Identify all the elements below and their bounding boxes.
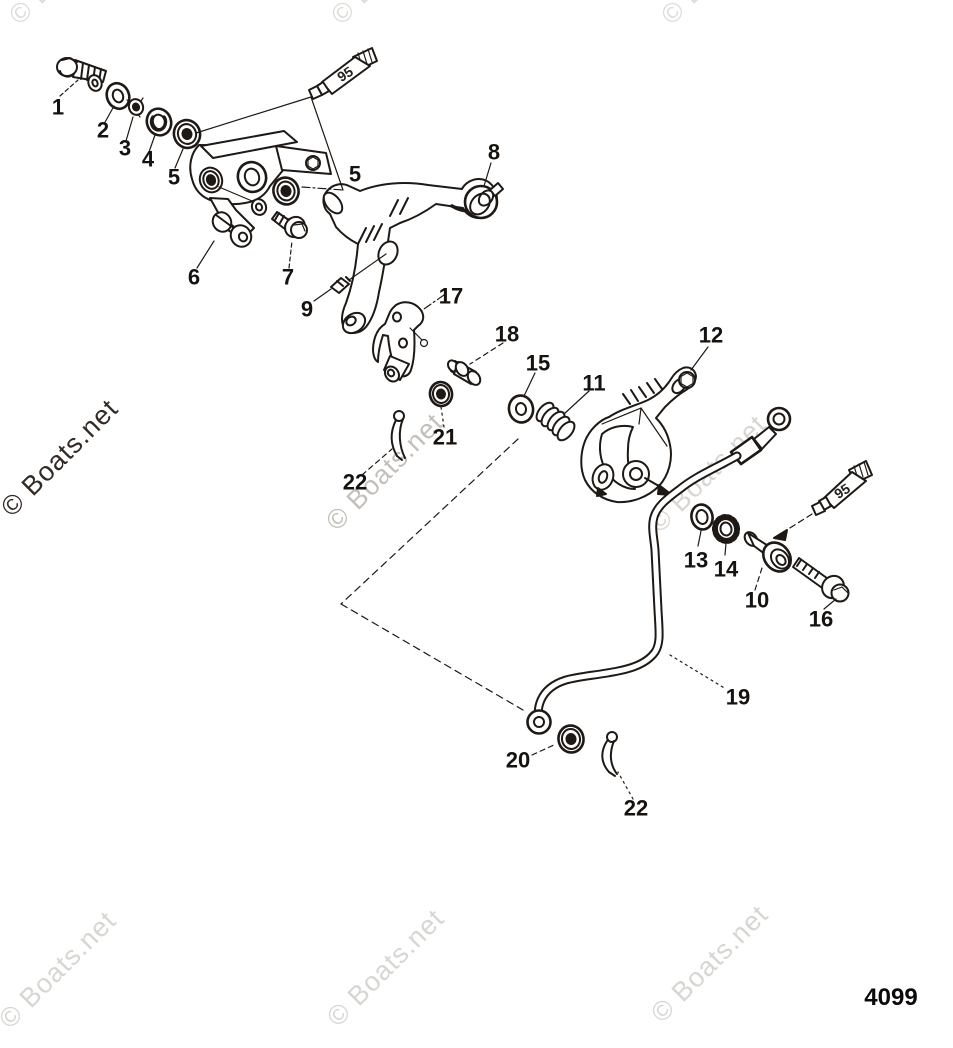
watermark-text: © Boats.net xyxy=(655,0,784,30)
part-16-bolt xyxy=(792,557,850,603)
callout-19: 19 xyxy=(726,685,750,710)
watermark-text: © Boats.net xyxy=(325,0,454,30)
part-20-washer xyxy=(557,724,585,754)
watermark-text-dark: © Boats.net xyxy=(0,393,124,522)
callout-12: 12 xyxy=(699,323,723,348)
part-21-washer xyxy=(428,380,454,408)
watermark-text: © Boats.net xyxy=(320,407,449,536)
part-2-washer xyxy=(105,81,131,111)
part-6-bracket xyxy=(189,130,332,248)
part-17-bracket xyxy=(372,301,429,383)
callout-6: 6 xyxy=(188,265,200,290)
callout-4: 4 xyxy=(142,147,155,172)
lubricant-tube-right xyxy=(773,460,873,541)
callout-18: 18 xyxy=(495,322,519,347)
leader-lines xyxy=(59,79,837,800)
callout-13: 13 xyxy=(684,548,708,573)
part-18-bushing xyxy=(446,359,482,386)
callout-7: 7 xyxy=(282,265,294,290)
part-5-grommet xyxy=(172,118,202,150)
callout-5: 5 xyxy=(168,165,180,190)
part-22-clip xyxy=(390,410,406,461)
callout-1: 1 xyxy=(52,95,64,120)
part-5-grommet-second xyxy=(272,176,300,206)
part-3-nut xyxy=(126,97,145,118)
page-number: 4099 xyxy=(864,984,917,1011)
part-19-shift-rod xyxy=(526,406,792,735)
part-9-pin xyxy=(330,253,387,294)
watermark-text: © Boats.net xyxy=(0,905,122,1034)
callout-2: 2 xyxy=(97,118,109,143)
callout-14: 14 xyxy=(714,557,739,582)
part-22-clip-second xyxy=(601,731,618,777)
callout-22: 22 xyxy=(343,470,367,495)
callout-11: 11 xyxy=(582,371,605,396)
watermark-text: © Boats.net xyxy=(645,899,774,1028)
callout-8: 8 xyxy=(488,140,500,165)
callout-20: 20 xyxy=(506,748,530,773)
callout-17: 17 xyxy=(439,284,463,309)
callout-10: 10 xyxy=(745,588,769,613)
part-11-spring xyxy=(535,401,576,442)
part-15-washer xyxy=(507,394,535,424)
part-2-washer-small xyxy=(87,74,103,92)
part-4-seal-washer xyxy=(145,107,173,137)
watermark-layer: © Boats.net © Boats.net © Boats.net © Bo… xyxy=(0,0,784,1034)
callout-layer: 1 2 3 4 5 5 6 7 8 9 10 11 12 13 14 15 16… xyxy=(52,63,853,821)
assembly-axis-lines xyxy=(340,438,524,711)
lubricant-tube-top xyxy=(195,47,378,191)
callout-16: 16 xyxy=(809,607,833,632)
part-7-bolt xyxy=(271,211,308,239)
part-8-shift-lever xyxy=(322,178,504,335)
callout-5b: 5 xyxy=(349,162,361,187)
watermark-text: © Boats.net xyxy=(321,903,450,1032)
callout-3: 3 xyxy=(119,136,131,161)
tube-95-label-right: 95 xyxy=(831,480,853,502)
watermark-text: © Boats.net xyxy=(3,0,132,30)
callout-22b: 22 xyxy=(624,796,648,821)
part-14-lock-washer xyxy=(711,514,741,544)
tube-95-label: 95 xyxy=(334,63,356,85)
part-13-washer xyxy=(690,503,714,531)
part-10-bushing xyxy=(743,531,793,573)
part-12-cam xyxy=(580,366,697,504)
callout-9: 9 xyxy=(301,297,313,322)
callout-21: 21 xyxy=(433,425,457,450)
callout-15: 15 xyxy=(526,351,550,376)
